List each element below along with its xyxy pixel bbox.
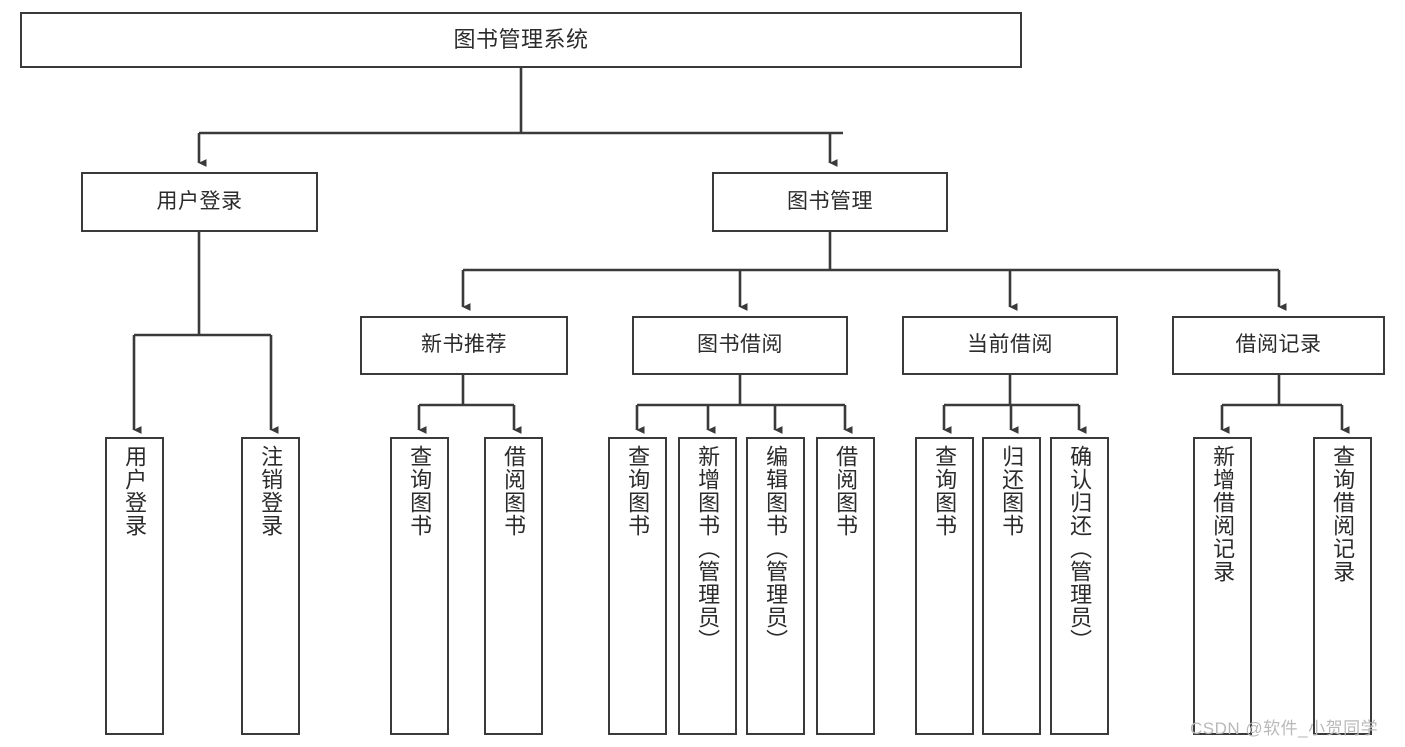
node-label: 查询借阅记录 — [1330, 445, 1356, 583]
node-label: 新增图书（管理员） — [695, 445, 721, 652]
csdn-watermark: CSDN @软件_小贺同学 — [1190, 719, 1379, 738]
node-label: 用户登录 — [122, 445, 148, 537]
node-current-borrow[interactable]: 当前借阅 — [902, 316, 1118, 375]
leaf-user-login-logout[interactable]: 注销登录 — [241, 437, 300, 735]
node-new-book-recommend[interactable]: 新书推荐 — [360, 316, 568, 375]
node-label: 新增借阅记录 — [1210, 445, 1236, 583]
node-label: 图书管理 — [787, 189, 873, 213]
node-label: 借阅图书 — [833, 445, 859, 537]
leaf-recommend-borrow-book[interactable]: 借阅图书 — [484, 437, 543, 735]
node-book-borrow[interactable]: 图书借阅 — [632, 316, 848, 375]
leaf-borrow-query-book[interactable]: 查询图书 — [608, 437, 667, 735]
leaf-record-query-record[interactable]: 查询借阅记录 — [1313, 437, 1372, 735]
node-label: 查询图书 — [932, 445, 958, 537]
node-label: 借阅图书 — [501, 445, 527, 537]
leaf-current-query-book[interactable]: 查询图书 — [915, 437, 974, 735]
node-label: 查询图书 — [407, 445, 433, 537]
leaf-borrow-borrow-book[interactable]: 借阅图书 — [816, 437, 875, 735]
node-label: 用户登录 — [156, 189, 243, 213]
leaf-current-return-book[interactable]: 归还图书 — [982, 437, 1041, 735]
node-label: 注销登录 — [258, 445, 284, 537]
node-label: 图书管理系统 — [453, 27, 589, 53]
node-user-login[interactable]: 用户登录 — [81, 172, 318, 232]
leaf-borrow-edit-book[interactable]: 编辑图书（管理员） — [746, 437, 805, 735]
node-label: 确认归还（管理员） — [1067, 445, 1093, 652]
node-label: 编辑图书（管理员） — [763, 445, 789, 652]
node-label: 归还图书 — [999, 445, 1025, 537]
leaf-user-login-login[interactable]: 用户登录 — [105, 437, 164, 735]
node-label: 新书推荐 — [421, 333, 507, 357]
node-book-management[interactable]: 图书管理 — [712, 172, 948, 232]
node-borrow-record[interactable]: 借阅记录 — [1172, 316, 1385, 375]
node-label: 当前借阅 — [967, 333, 1053, 357]
node-label: 图书借阅 — [697, 333, 783, 357]
node-label: 查询图书 — [625, 445, 651, 537]
node-label: 借阅记录 — [1235, 333, 1322, 357]
leaf-record-add-record[interactable]: 新增借阅记录 — [1193, 437, 1252, 735]
leaf-recommend-query-book[interactable]: 查询图书 — [390, 437, 449, 735]
leaf-borrow-add-book[interactable]: 新增图书（管理员） — [678, 437, 737, 735]
node-root-system[interactable]: 图书管理系统 — [20, 12, 1022, 68]
leaf-current-confirm-return[interactable]: 确认归还（管理员） — [1050, 437, 1109, 735]
